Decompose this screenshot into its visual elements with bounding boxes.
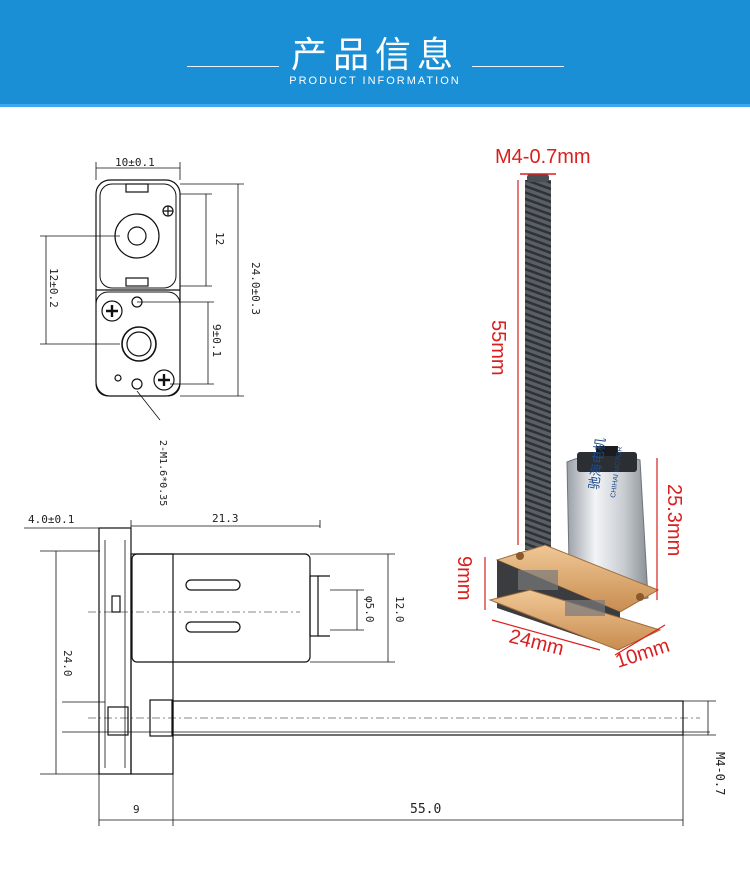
top-view-screw-1 bbox=[101, 300, 123, 322]
photo-screw-tip bbox=[527, 174, 549, 182]
top-view-shaft bbox=[127, 226, 147, 246]
page-subtitle: PRODUCT INFORMATION bbox=[289, 75, 461, 87]
side-view-slot-2 bbox=[185, 621, 241, 633]
photo-motor-height-label: 25.3mm bbox=[663, 484, 685, 556]
page-title: 产品信息 bbox=[290, 35, 459, 76]
header-banner bbox=[0, 0, 750, 104]
top-view-drawing bbox=[40, 162, 244, 421]
dim-left-offset: 12±0.2 bbox=[47, 268, 60, 308]
photo-plate-bottom bbox=[488, 589, 662, 651]
dim-width: 10±0.1 bbox=[115, 156, 155, 169]
side-view-coupler bbox=[111, 595, 121, 613]
top-view-screw-1-cross bbox=[106, 305, 118, 317]
dim-side-height: 24.0 bbox=[61, 650, 74, 677]
dim-shaft-diameter: φ5.0 bbox=[363, 596, 376, 623]
photo-leadscrew bbox=[525, 180, 551, 550]
top-view-shaft-boss bbox=[114, 213, 160, 259]
photo-base-height-label: 9mm bbox=[453, 556, 475, 600]
top-view-terminal-mark bbox=[163, 206, 173, 216]
top-view-screw-2-cross bbox=[158, 374, 170, 386]
photo-width-guide bbox=[614, 624, 666, 656]
header-underline bbox=[0, 104, 750, 107]
top-view-hole-2 bbox=[131, 378, 143, 390]
dim-screw-length: 55.0 bbox=[410, 802, 441, 817]
photo-screw-label: 55mm bbox=[487, 320, 509, 376]
dim-motor-length: 21.3 bbox=[212, 512, 239, 525]
dim-total-height: 24.0±0.3 bbox=[249, 262, 262, 315]
product-photo bbox=[484, 173, 666, 656]
dim-plate: 4.0±0.1 bbox=[28, 513, 74, 526]
side-view-gear-body bbox=[130, 553, 174, 775]
side-view-slot-1 bbox=[185, 579, 241, 591]
top-view-screw-2 bbox=[153, 369, 175, 391]
top-view-output-shaft bbox=[126, 331, 152, 357]
dim-motor-diameter: 12.0 bbox=[393, 596, 406, 623]
top-view-output-boss bbox=[121, 326, 157, 362]
dim-shaft-offset: 12 bbox=[213, 232, 226, 245]
side-view-motor-can bbox=[131, 553, 311, 663]
side-view-gearbox bbox=[98, 527, 132, 775]
subtitle-rule-right bbox=[472, 66, 564, 67]
photo-thread-label: M4-0.7mm bbox=[495, 146, 591, 168]
side-view-endcap bbox=[309, 575, 319, 637]
top-view-tab-top bbox=[125, 183, 149, 193]
dim-thread: M4-0.7 bbox=[713, 752, 727, 795]
photo-length-label: 24mm bbox=[507, 626, 566, 661]
dim-hole-spacing: 9±0.1 bbox=[210, 324, 223, 357]
photo-motor-endcap bbox=[577, 452, 637, 472]
side-view-drawing bbox=[24, 520, 716, 826]
side-view-terminals bbox=[318, 575, 330, 637]
photo-brand-cn: 驰海电机 bbox=[587, 437, 609, 491]
side-view-nut bbox=[107, 706, 129, 736]
screw-note: 2-M1.6*0.35 bbox=[157, 440, 168, 506]
dim-gear-length: 9 bbox=[133, 803, 140, 816]
top-view-pin-hole bbox=[114, 374, 122, 382]
photo-length-guide bbox=[491, 619, 601, 651]
subtitle-rule-left bbox=[187, 66, 279, 67]
top-view-tab-bottom bbox=[125, 277, 149, 287]
